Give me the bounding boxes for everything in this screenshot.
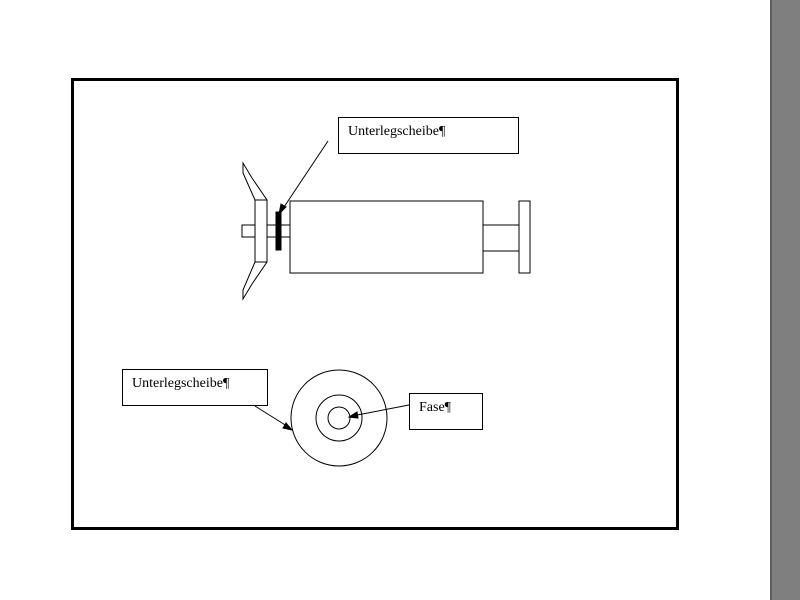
shaft-right [482, 224, 520, 252]
end-plate [518, 200, 531, 274]
bracket-lower-arm [242, 261, 268, 301]
washer-label-top: Unterlegscheibe¶ [338, 117, 519, 154]
washer-label-bottom: Unterlegscheibe¶ [122, 369, 268, 406]
page-edge-scrollbar [770, 0, 800, 600]
chamfer-label: Fase¶ [409, 393, 483, 430]
leader-top [278, 140, 329, 216]
bracket-plate [254, 199, 268, 263]
shaft-left-stub [241, 224, 256, 238]
side-view [241, 161, 531, 301]
bracket-upper-arm [242, 161, 268, 201]
washer-outer-circle [290, 369, 388, 467]
leader-bottom [254, 405, 294, 431]
leader-fase [347, 404, 410, 419]
front-view [290, 369, 388, 467]
washer-middle-circle [315, 394, 363, 442]
washer-inner-circle [327, 406, 351, 430]
cylinder-body [289, 200, 484, 274]
washer-side [275, 211, 282, 251]
